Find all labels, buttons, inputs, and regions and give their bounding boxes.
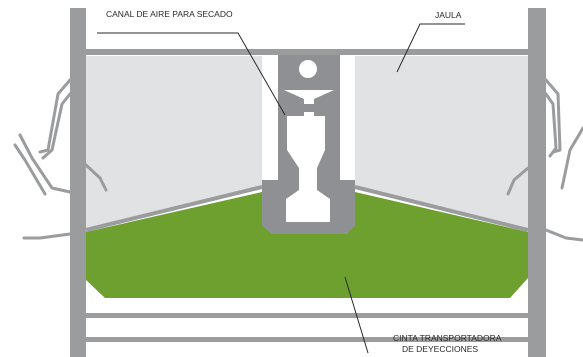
cage-floor-right xyxy=(354,185,529,232)
belt-rail-lower xyxy=(70,337,546,342)
right-post xyxy=(528,8,546,357)
air-channel-label: CANAL DE AIRE PARA SECADO xyxy=(106,9,233,19)
left-feeder-bracket xyxy=(13,78,108,240)
cage-floor-left xyxy=(85,185,263,232)
belt-leader-line xyxy=(344,276,369,354)
air-channel-leader-line xyxy=(97,32,286,116)
top-rail xyxy=(70,49,546,55)
conveyor-belt-label-line2: DE DEYECCIONES xyxy=(402,344,478,354)
manure-layer xyxy=(86,192,528,298)
cage-right-compartment xyxy=(355,56,528,232)
channel-vent-funnel xyxy=(284,90,334,104)
right-feeder-bracket xyxy=(506,78,583,242)
cage-leader-line xyxy=(396,23,465,73)
channel-vent-circle xyxy=(299,60,317,78)
left-post xyxy=(70,8,86,357)
channel-air-duct-opening xyxy=(286,112,330,222)
cage-label: JAULA xyxy=(435,10,462,20)
conveyor-belt-label-line1: CINTA TRANSPORTADORA xyxy=(393,333,502,343)
belt-rail-upper xyxy=(70,313,546,318)
cage-left-compartment xyxy=(86,56,262,232)
